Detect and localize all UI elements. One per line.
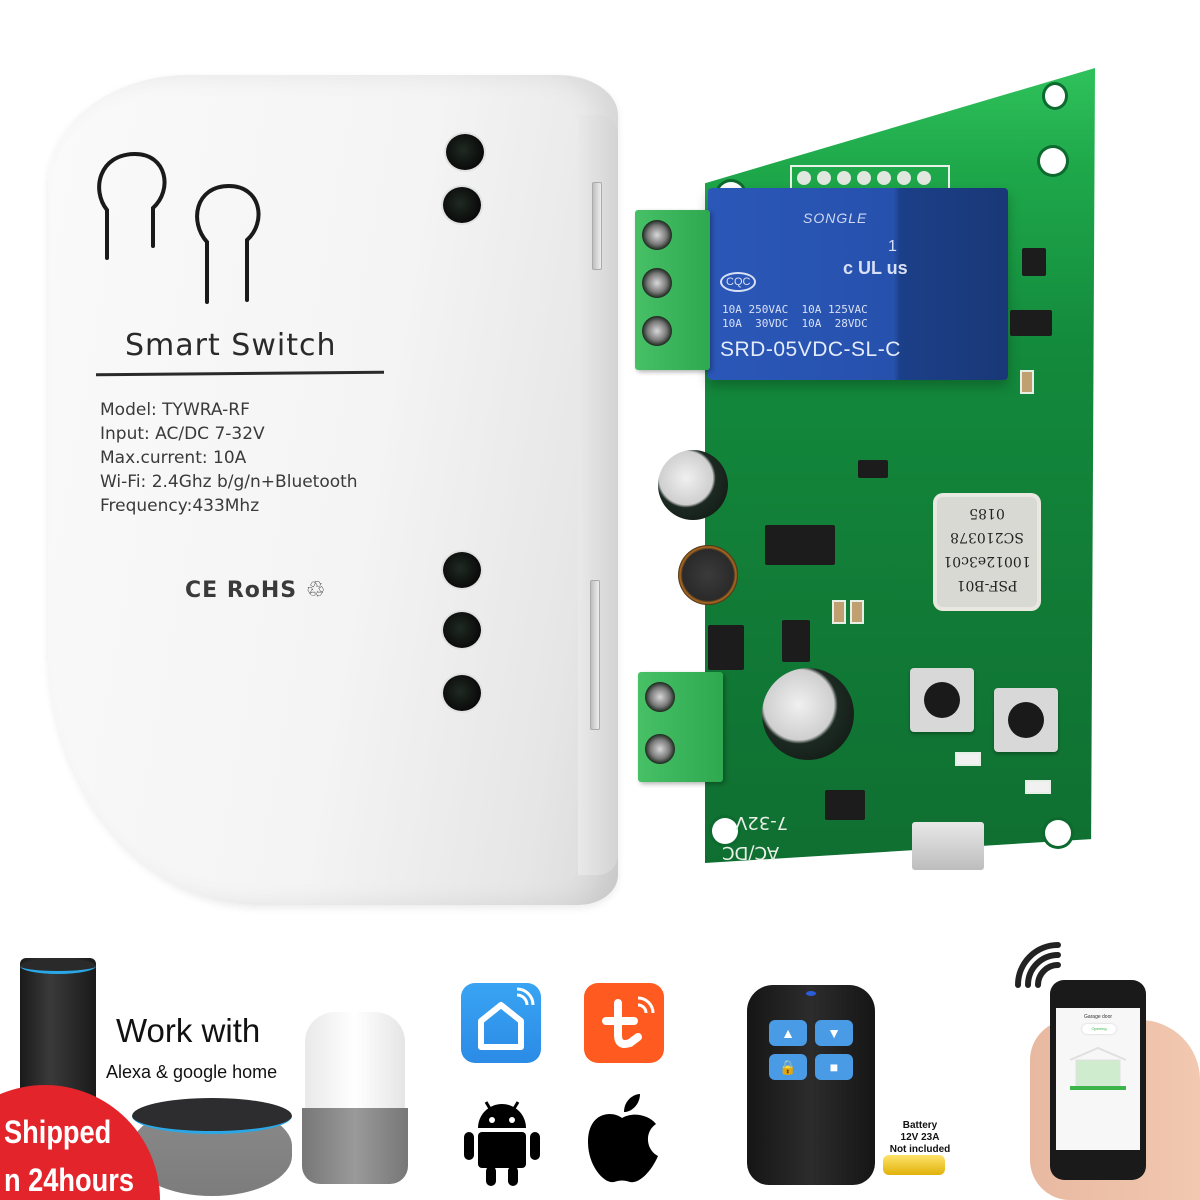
compatibility-title: Work with bbox=[116, 1012, 261, 1049]
screw-icon bbox=[642, 316, 672, 346]
ic-chip bbox=[708, 625, 744, 670]
screw-icon bbox=[642, 268, 672, 298]
battery-line-2: 12V 23A bbox=[900, 1132, 940, 1143]
ul-mark: c UL us bbox=[843, 258, 908, 278]
vent-hole bbox=[446, 134, 484, 170]
battery-line-1: Battery bbox=[902, 1120, 938, 1131]
mounting-hole bbox=[1045, 85, 1065, 107]
module-line: SC210378 bbox=[950, 529, 1024, 545]
silkscreen-voltage: 7-32V bbox=[735, 812, 789, 833]
terminal-block-bottom bbox=[638, 672, 723, 782]
smd-resistor bbox=[850, 600, 864, 624]
rf-remote-control: ▲ ▼ 🔒 ■ bbox=[747, 985, 875, 1185]
relay: SONGLE 1 c UL us CQC 10A 250VAC 10A 125V… bbox=[708, 188, 1008, 380]
shipping-line-2: n 24hours bbox=[4, 1162, 134, 1198]
apple-icon bbox=[588, 1094, 658, 1183]
mosfet bbox=[1010, 310, 1052, 336]
remote-lock-button[interactable]: 🔒 bbox=[769, 1054, 807, 1080]
terminal-block-top bbox=[635, 210, 710, 370]
product-label-title: Smart Switch bbox=[125, 328, 337, 363]
mounting-hole bbox=[1040, 148, 1066, 174]
smart-life-app-icon bbox=[461, 983, 541, 1063]
vent-hole bbox=[443, 612, 481, 648]
smd-led bbox=[955, 752, 981, 766]
module-line: 0185 bbox=[969, 505, 1005, 521]
battery-line-3: Not included bbox=[889, 1144, 951, 1155]
spec-frequency: Frequency:433Mhz bbox=[100, 496, 260, 516]
phone-screen: Garage door Opening bbox=[1056, 1008, 1140, 1150]
voltage-regulator bbox=[765, 525, 835, 565]
smd-led bbox=[1025, 780, 1051, 794]
android-icon bbox=[464, 1101, 540, 1186]
wifi-module-marking: PSF-B01 10012e3c01 SC210378 0185 bbox=[943, 501, 1031, 597]
pcb-push-button[interactable] bbox=[994, 688, 1058, 752]
google-home-base bbox=[302, 1108, 408, 1184]
smart-switch-enclosure bbox=[48, 75, 618, 905]
wifi-signal-icon bbox=[1015, 942, 1061, 988]
battery-note: Battery 12V 23A Not included bbox=[885, 1120, 955, 1156]
battery-23a bbox=[883, 1155, 945, 1175]
wifi-module: PSF-B01 10012e3c01 SC210378 0185 bbox=[937, 497, 1037, 607]
relay-rating: 10A 250VAC 10A 125VAC 10A 30VDC 10A 28VD… bbox=[722, 303, 868, 330]
compatibility-subtitle: Alexa & google home bbox=[106, 1062, 278, 1082]
tuya-app-icon bbox=[584, 983, 664, 1063]
side-slot bbox=[590, 580, 600, 730]
capacitor-small bbox=[658, 450, 728, 520]
screw-icon bbox=[642, 220, 672, 250]
spec-list: Model: TYWRA-RF Input: AC/DC 7-32V Max.c… bbox=[100, 398, 358, 518]
cqc-mark: CQC bbox=[720, 272, 757, 292]
vent-hole bbox=[443, 187, 481, 223]
screw-icon bbox=[645, 682, 675, 712]
relay-model: SRD-05VDC-SL-C bbox=[720, 338, 901, 361]
spec-model: Model: TYWRA-RF bbox=[100, 400, 250, 420]
micro-usb-port bbox=[912, 822, 984, 870]
vent-hole bbox=[443, 552, 481, 588]
side-slot bbox=[592, 182, 602, 270]
relay-brand: SONGLE bbox=[803, 210, 868, 226]
remote-stop-button[interactable]: ■ bbox=[815, 1054, 853, 1080]
shipping-line-1: Shipped bbox=[4, 1114, 112, 1150]
screen-title: Garage door bbox=[1083, 1014, 1113, 1020]
vent-hole bbox=[443, 675, 481, 711]
transistor bbox=[1022, 248, 1046, 276]
certification-marks: CE RoHS ♲ bbox=[185, 578, 327, 603]
smd-resistor bbox=[832, 600, 846, 624]
module-line: 10012e3c01 bbox=[943, 553, 1031, 569]
keyhole-slot-icon bbox=[97, 151, 261, 304]
smd-resistor bbox=[1020, 370, 1034, 394]
diode bbox=[782, 620, 810, 662]
spec-input: Input: AC/DC 7-32V bbox=[100, 424, 265, 444]
remote-led bbox=[806, 991, 816, 996]
remote-down-button[interactable]: ▼ bbox=[815, 1020, 853, 1046]
spec-wifi: Wi-Fi: 2.4Ghz b/g/n+Bluetooth bbox=[100, 472, 358, 492]
module-line: PSF-B01 bbox=[956, 577, 1018, 593]
relay-number: 1 bbox=[888, 238, 897, 255]
mounting-hole bbox=[712, 818, 738, 844]
mounting-hole bbox=[1045, 820, 1071, 846]
transistor bbox=[858, 460, 888, 478]
spec-max-current: Max.current: 10A bbox=[100, 448, 247, 468]
screw-icon bbox=[645, 734, 675, 764]
garage-door-icon bbox=[1069, 1046, 1127, 1090]
door-status: Opening bbox=[1082, 1024, 1116, 1034]
echo-light-ring bbox=[20, 958, 96, 974]
inductor bbox=[678, 545, 738, 605]
google-home-speaker bbox=[305, 1012, 405, 1112]
echo-dot-top bbox=[132, 1098, 292, 1134]
transistor bbox=[825, 790, 865, 820]
remote-up-button[interactable]: ▲ bbox=[769, 1020, 807, 1046]
pcb-push-button[interactable] bbox=[910, 668, 974, 732]
silkscreen-acdc: AC/DC bbox=[722, 842, 780, 863]
shipping-text: Shipped n 24hours bbox=[4, 1108, 134, 1200]
capacitor-large bbox=[762, 668, 854, 760]
